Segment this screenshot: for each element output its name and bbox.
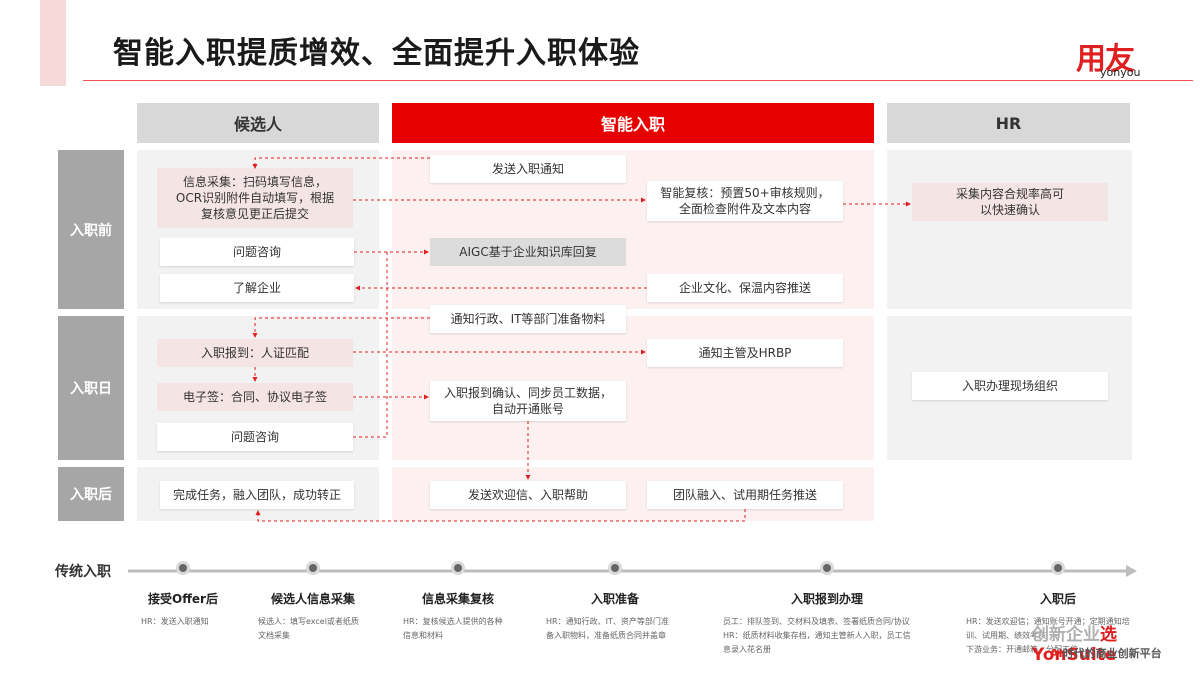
- yonyou-logo: 用友: [1076, 42, 1135, 77]
- timeline-dot-core: [454, 564, 462, 572]
- watermark-line1: 创新企业选YonSuite: [1032, 620, 1200, 665]
- timeline-arrowhead: [1126, 565, 1137, 577]
- watermark-brand: 选YonSuite: [1032, 625, 1117, 665]
- phase-onboarding-day: 入职日: [58, 316, 124, 460]
- stage-desc-line: HR：纸质材料收集存档，通知主管新人入职，员工信: [723, 631, 911, 640]
- stage-desc-after: HR：发送欢迎信；通知账号开通；定期通知培 训、试用期、绩效考核 下游业务：开通…: [966, 615, 1130, 657]
- send-notice-box: 发送入职通知: [430, 155, 626, 183]
- complete-tasks-box: 完成任务，融入团队，成功转正: [160, 481, 354, 509]
- stage-desc-review: HR：复核候选人提供的各种 信息和材料: [403, 615, 503, 643]
- stage-name-prepare: 入职准备: [590, 592, 639, 606]
- arrow-team-to-tasks: [255, 509, 746, 522]
- stage-desc-prepare: HR：通知行政、IT、资产等部门准 备入职物料，准备纸质合同并盖章: [546, 615, 669, 643]
- stage-desc-line: 文档采集: [258, 631, 290, 640]
- stage-desc-line: 备入职物料，准备纸质合同并盖章: [546, 631, 666, 640]
- timeline-dots: [176, 561, 1065, 575]
- stage-desc-line: 信息和材料: [403, 631, 443, 640]
- watermark-ai: AI: [1050, 647, 1063, 660]
- stage-desc-info-collect: 候选人：填写excel或者纸质 文档采集: [258, 615, 359, 643]
- stage-desc-line: 息录入花名册: [723, 645, 771, 654]
- info-collection-box: 信息采集：扫码填写信息，OCR识别附件自动填写，根据复核意见更正后提交: [157, 168, 353, 228]
- column-header-smart-onboarding: 智能入职: [392, 103, 874, 143]
- yonyou-logo-sub: yonyou: [1100, 66, 1141, 79]
- stage-name-after: 入职后: [1039, 592, 1076, 606]
- stage-desc-line: 候选人：填写excel或者纸质: [258, 617, 359, 626]
- checkin-box: 入职报到：人证匹配: [157, 339, 353, 367]
- learn-company-box: 了解企业: [160, 274, 354, 302]
- timeline-dot-core: [611, 564, 619, 572]
- watermark-text: 创新企业: [1032, 625, 1100, 645]
- column-header-candidate: 候选人: [137, 103, 379, 143]
- checkin-confirm-box: 入职报到确认、同步员工数据，自动开通账号: [430, 381, 626, 421]
- smart-review-box: 智能复核：预置50+审核规则，全面检查附件及文本内容: [647, 181, 843, 221]
- timeline-dot-core: [823, 564, 831, 572]
- esign-box: 电子签：合同、协议电子签: [157, 383, 353, 411]
- timeline-label: 传统入职: [55, 564, 111, 580]
- watermark-slogan: 时代的商业创新平台: [1062, 647, 1162, 660]
- stage-desc-line: 下游业务：开通邮箱、分配工位: [966, 645, 1078, 654]
- notify-manager-box: 通知主管及HRBP: [647, 339, 843, 367]
- before-question-box: 问题咨询: [160, 238, 354, 266]
- arrow-notify-to-checkin: [252, 317, 430, 338]
- page-title: 智能入职提质增效、全面提升入职体验: [113, 36, 640, 71]
- timeline-dot-core: [309, 564, 317, 572]
- watermark-line2: AI时代的商业创新平台: [1050, 645, 1162, 661]
- hr-onsite-box: 入职办理现场组织: [912, 372, 1108, 400]
- stage-name-offer: 接受Offer后: [148, 592, 218, 606]
- team-integration-box: 团队融入、试用期任务推送: [647, 481, 843, 509]
- stage-desc-line: HR：发送入职通知: [141, 617, 209, 626]
- stage-desc-checkin: 员工：排队签到、交材料及填表、签署纸质合同/协议 HR：纸质材料收集存档，通知主…: [723, 615, 911, 657]
- culture-push-box: 企业文化、保温内容推送: [647, 274, 843, 302]
- stage-desc-line: 训、试用期、绩效考核: [966, 631, 1046, 640]
- phase-after-onboarding: 入职后: [58, 467, 124, 521]
- stage-desc-line: HR：复核候选人提供的各种: [403, 617, 503, 626]
- hr-compliance-box: 采集内容合规率高可以快速确认: [912, 183, 1108, 221]
- notify-departments-box: 通知行政、IT等部门准备物料: [430, 305, 626, 333]
- stage-desc-line: HR：发送欢迎信；通知账号开通；定期通知培: [966, 617, 1130, 626]
- stage-name-info-collect: 候选人信息采集: [270, 592, 355, 606]
- before-hr-area: [887, 150, 1132, 309]
- top-accent-bar: [40, 0, 66, 86]
- stage-desc-line: 员工：排队签到、交材料及填表、签署纸质合同/协议: [723, 617, 910, 626]
- stage-desc-offer: HR：发送入职通知: [141, 615, 209, 629]
- aigc-reply-box: AIGC基于企业知识库回复: [430, 238, 626, 266]
- welcome-letter-box: 发送欢迎信、入职帮助: [430, 481, 626, 509]
- stage-name-review: 信息采集复核: [421, 592, 494, 606]
- phase-before-onboarding: 入职前: [58, 150, 124, 309]
- day-question-box: 问题咨询: [157, 423, 353, 451]
- title-divider: [83, 80, 1193, 81]
- timeline-dot-core: [1054, 564, 1062, 572]
- arrow-notice-to-info: [252, 157, 430, 169]
- timeline-dot-core: [179, 564, 187, 572]
- stage-name-checkin: 入职报到办理: [790, 592, 863, 606]
- stage-desc-line: HR：通知行政、IT、资产等部门准: [546, 617, 669, 626]
- column-header-hr: HR: [887, 103, 1130, 143]
- arrow-day-question-up: [353, 252, 388, 438]
